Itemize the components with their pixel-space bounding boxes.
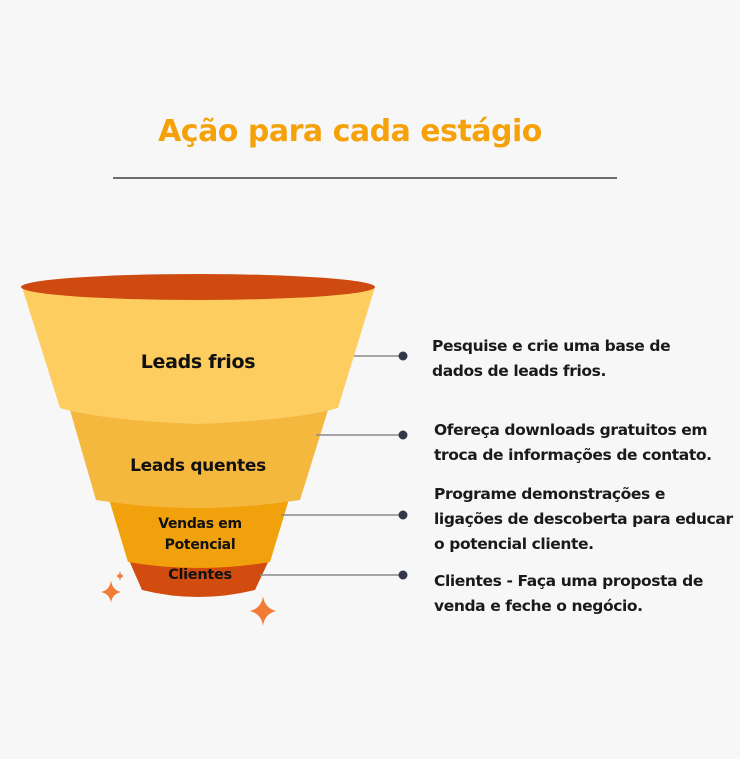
connector-vendas-em-potencial: [281, 510, 408, 520]
funnel-rim: [21, 274, 375, 300]
description-line: venda e feche o negócio.: [434, 597, 643, 615]
connector-leads-quentes: [316, 430, 408, 440]
description-line: Ofereça downloads gratuitos em: [434, 421, 708, 439]
stage-description-vendas-em-potencial: Programe demonstrações e ligações de des…: [434, 482, 733, 557]
page-title: Ação para cada estágio: [158, 114, 542, 149]
title-divider: [113, 177, 617, 179]
stage-description-leads-quentes: Ofereça downloads gratuitos em troca de …: [434, 418, 712, 468]
stage-description-leads-frios: Pesquise e crie uma base de dados de lea…: [432, 334, 671, 384]
funnel-stage-leads-frios: [22, 287, 375, 424]
funnel-stage-vendas-em-potencial: [108, 496, 290, 568]
description-line: dados de leads frios.: [432, 362, 606, 380]
description-line: ligações de descoberta para educar: [434, 510, 733, 528]
stage-label-vendas-em-potencial: Vendas em Potencial: [120, 514, 280, 556]
connector-dot-icon: [398, 430, 408, 440]
sparkle-icon: [116, 571, 124, 581]
stage-description-clientes: Clientes - Faça uma proposta de venda e …: [434, 569, 703, 619]
sparkle-icon: [250, 596, 276, 626]
stage-label-leads-frios: Leads frios: [140, 351, 256, 373]
description-line: Clientes - Faça uma proposta de: [434, 572, 703, 590]
stage-label-line: Vendas em: [158, 516, 242, 532]
connector-leads-frios: [354, 351, 408, 361]
sparkle-icon: [101, 580, 121, 603]
funnel-stage-clientes: [128, 558, 270, 597]
stage-label-leads-quentes: Leads quentes: [130, 456, 266, 476]
connector-clientes: [260, 570, 408, 580]
connector-dot-icon: [398, 510, 408, 520]
stage-label-line: Potencial: [164, 537, 236, 553]
description-line: o potencial cliente.: [434, 535, 594, 553]
description-line: Pesquise e crie uma base de: [432, 337, 671, 355]
stage-label-clientes: Clientes: [168, 567, 232, 583]
connector-dot-icon: [398, 570, 408, 580]
funnel-stage-leads-quentes: [70, 410, 328, 508]
description-line: troca de informações de contato.: [434, 446, 712, 464]
description-line: Programe demonstrações e: [434, 485, 665, 503]
connector-dot-icon: [398, 351, 408, 361]
